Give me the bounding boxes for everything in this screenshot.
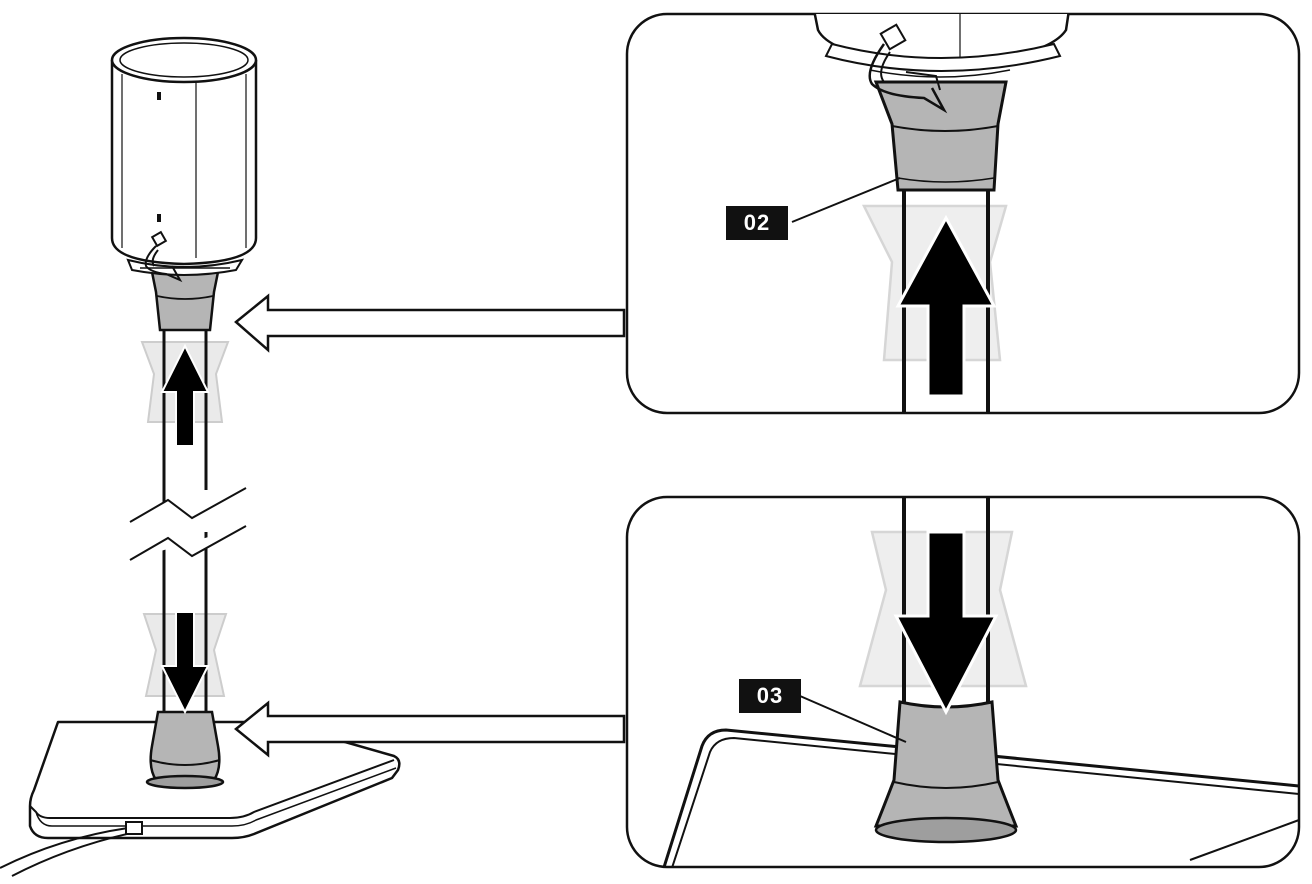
main-assembly	[0, 36, 626, 877]
detail-panel-top	[625, 12, 1301, 415]
hollow-left-arrow-icon	[234, 293, 626, 353]
collar-part	[150, 270, 220, 332]
down-arrow-icon	[160, 611, 210, 715]
lamp-head	[110, 36, 258, 276]
callout-label-02: 02	[726, 206, 788, 240]
up-arrow-icon	[160, 343, 210, 447]
callout-label-03: 03	[739, 679, 801, 713]
support-tube	[162, 330, 208, 712]
hollow-left-arrow-icon	[234, 700, 626, 758]
latch-clip	[144, 230, 183, 283]
detail-panel-bottom	[625, 495, 1301, 869]
foot-part	[145, 710, 225, 790]
power-cable	[0, 821, 143, 877]
break-mark-icon	[129, 487, 247, 561]
